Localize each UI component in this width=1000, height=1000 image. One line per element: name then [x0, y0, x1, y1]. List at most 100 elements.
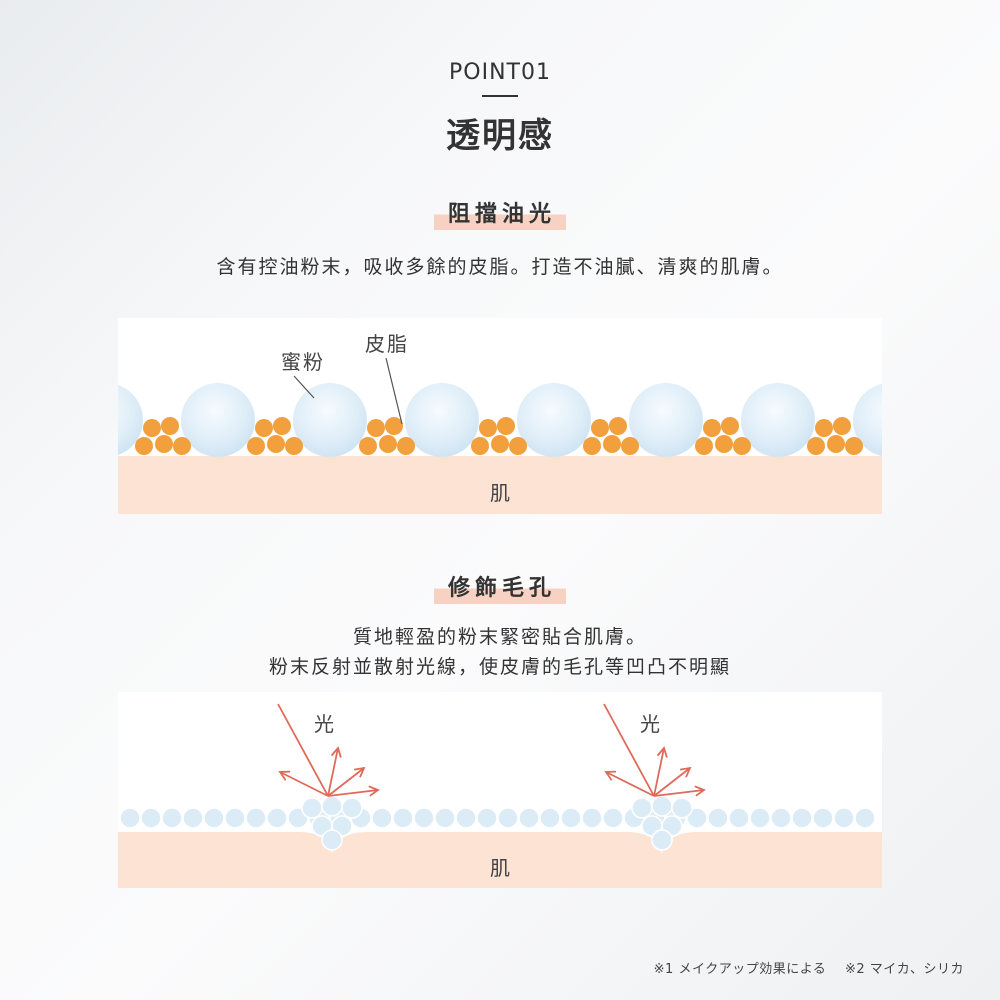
powder-bead	[581, 807, 603, 829]
footnote-2: ※2 マイカ、シリカ	[844, 962, 964, 977]
sebum-droplet	[173, 437, 191, 455]
powder-bead	[686, 807, 708, 829]
sebum-droplet	[807, 437, 825, 455]
sebum-droplet	[267, 435, 285, 453]
powder-bead	[321, 795, 343, 817]
light-ray	[653, 789, 705, 797]
sebum-droplet	[143, 419, 161, 437]
powder-bead	[119, 807, 141, 829]
powder-bead	[341, 797, 363, 819]
light-ray	[653, 747, 665, 797]
arrow-head	[679, 766, 692, 778]
sebum-droplet	[733, 437, 751, 455]
arrow-head	[278, 770, 291, 781]
skin-label: 肌	[490, 481, 510, 505]
powder-bead	[749, 807, 771, 829]
sebum-droplet	[471, 437, 489, 455]
powder-label: 蜜粉	[281, 350, 325, 374]
section-heading-oil-control: 阻擋油光	[0, 196, 1000, 230]
sebum-droplet	[509, 437, 527, 455]
powder-bead	[651, 829, 673, 851]
powder-bead	[770, 807, 792, 829]
powder-sphere	[118, 385, 143, 455]
arrow-head	[330, 746, 342, 758]
description-line-1: 質地輕盈的粉末緊密貼合肌膚。	[352, 626, 647, 648]
sebum-droplet	[695, 437, 713, 455]
sebum-droplet	[497, 417, 515, 435]
light-label-right: 光	[640, 712, 660, 736]
sebum-label: 皮脂	[365, 332, 409, 356]
sebum-droplet	[359, 437, 377, 455]
powder-sphere	[293, 383, 367, 457]
powder-sphere	[629, 383, 703, 457]
powder-pointer-line	[293, 375, 315, 399]
powder-bead	[518, 807, 540, 829]
section-heading-label: 修飾毛孔	[433, 570, 566, 604]
powder-bead	[203, 807, 225, 829]
powder-bead	[321, 829, 343, 851]
sebum-droplet	[397, 437, 415, 455]
sebum-droplet	[367, 419, 385, 437]
sebum-droplet	[815, 419, 833, 437]
light-ray	[327, 789, 379, 797]
powder-bead	[245, 807, 267, 829]
sebum-droplet	[721, 417, 739, 435]
powder-bead	[791, 807, 813, 829]
sebum-droplet	[479, 419, 497, 437]
powder-bead	[812, 807, 834, 829]
powder-bead	[224, 807, 246, 829]
sebum-droplet	[155, 435, 173, 453]
light-ray	[279, 771, 329, 797]
incident-light-ray	[603, 703, 655, 797]
powder-bead	[707, 807, 729, 829]
powder-bead	[854, 807, 876, 829]
powder-bead	[651, 795, 673, 817]
pore-cover-diagram: 光 光 肌	[118, 692, 882, 888]
section-description-pore-cover: 質地輕盈的粉末緊密貼合肌膚。 粉末反射並散射光線，使皮膚的毛孔等凹凸不明顯	[0, 622, 1000, 682]
pore-cover-diagram-svg: 光 光 肌	[118, 703, 882, 888]
powder-sphere	[405, 383, 479, 457]
powder-bead	[476, 807, 498, 829]
sebum-droplet	[379, 435, 397, 453]
powder-bead	[392, 807, 414, 829]
sebum-droplet	[273, 417, 291, 435]
powder-bead	[455, 807, 477, 829]
sebum-droplet	[247, 437, 265, 455]
arrow-head	[656, 746, 668, 758]
sebum-droplet	[703, 419, 721, 437]
powder-bead	[833, 807, 855, 829]
sebum-droplet	[827, 435, 845, 453]
light-ray	[327, 747, 339, 797]
oil-control-diagram: 蜜粉 皮脂 肌	[118, 318, 882, 514]
incident-light-ray	[277, 703, 329, 797]
powder-sphere	[517, 383, 591, 457]
arrow-head	[604, 770, 617, 781]
powder-bead	[140, 807, 162, 829]
sebum-droplet	[621, 437, 639, 455]
sebum-droplet	[715, 435, 733, 453]
arrow-head	[353, 766, 366, 778]
sebum-droplet	[255, 419, 273, 437]
arrow-head	[694, 785, 706, 797]
oil-control-diagram-svg: 蜜粉 皮脂 肌	[118, 332, 882, 514]
sebum-droplet	[609, 417, 627, 435]
powder-bead	[728, 807, 750, 829]
powder-bead	[161, 807, 183, 829]
sebum-droplet	[591, 419, 609, 437]
powder-bead	[371, 807, 393, 829]
footnotes: ※1 メイクアップ効果による ※2 マイカ、シリカ	[654, 958, 964, 977]
powder-sphere	[741, 383, 815, 457]
section-heading-pore-cover: 修飾毛孔	[0, 570, 1000, 604]
powder-bead	[539, 807, 561, 829]
powder-bead	[266, 807, 288, 829]
sebum-droplet	[833, 417, 851, 435]
sebum-pointer-line	[385, 357, 403, 425]
section-heading-label: 阻擋油光	[433, 196, 566, 230]
sebum-droplet	[135, 437, 153, 455]
point-label: POINT01	[449, 60, 551, 85]
powder-bead	[434, 807, 456, 829]
powder-bead	[631, 797, 653, 819]
arrow-head	[368, 785, 380, 797]
powder-bead	[301, 797, 323, 819]
powder-bead	[413, 807, 435, 829]
